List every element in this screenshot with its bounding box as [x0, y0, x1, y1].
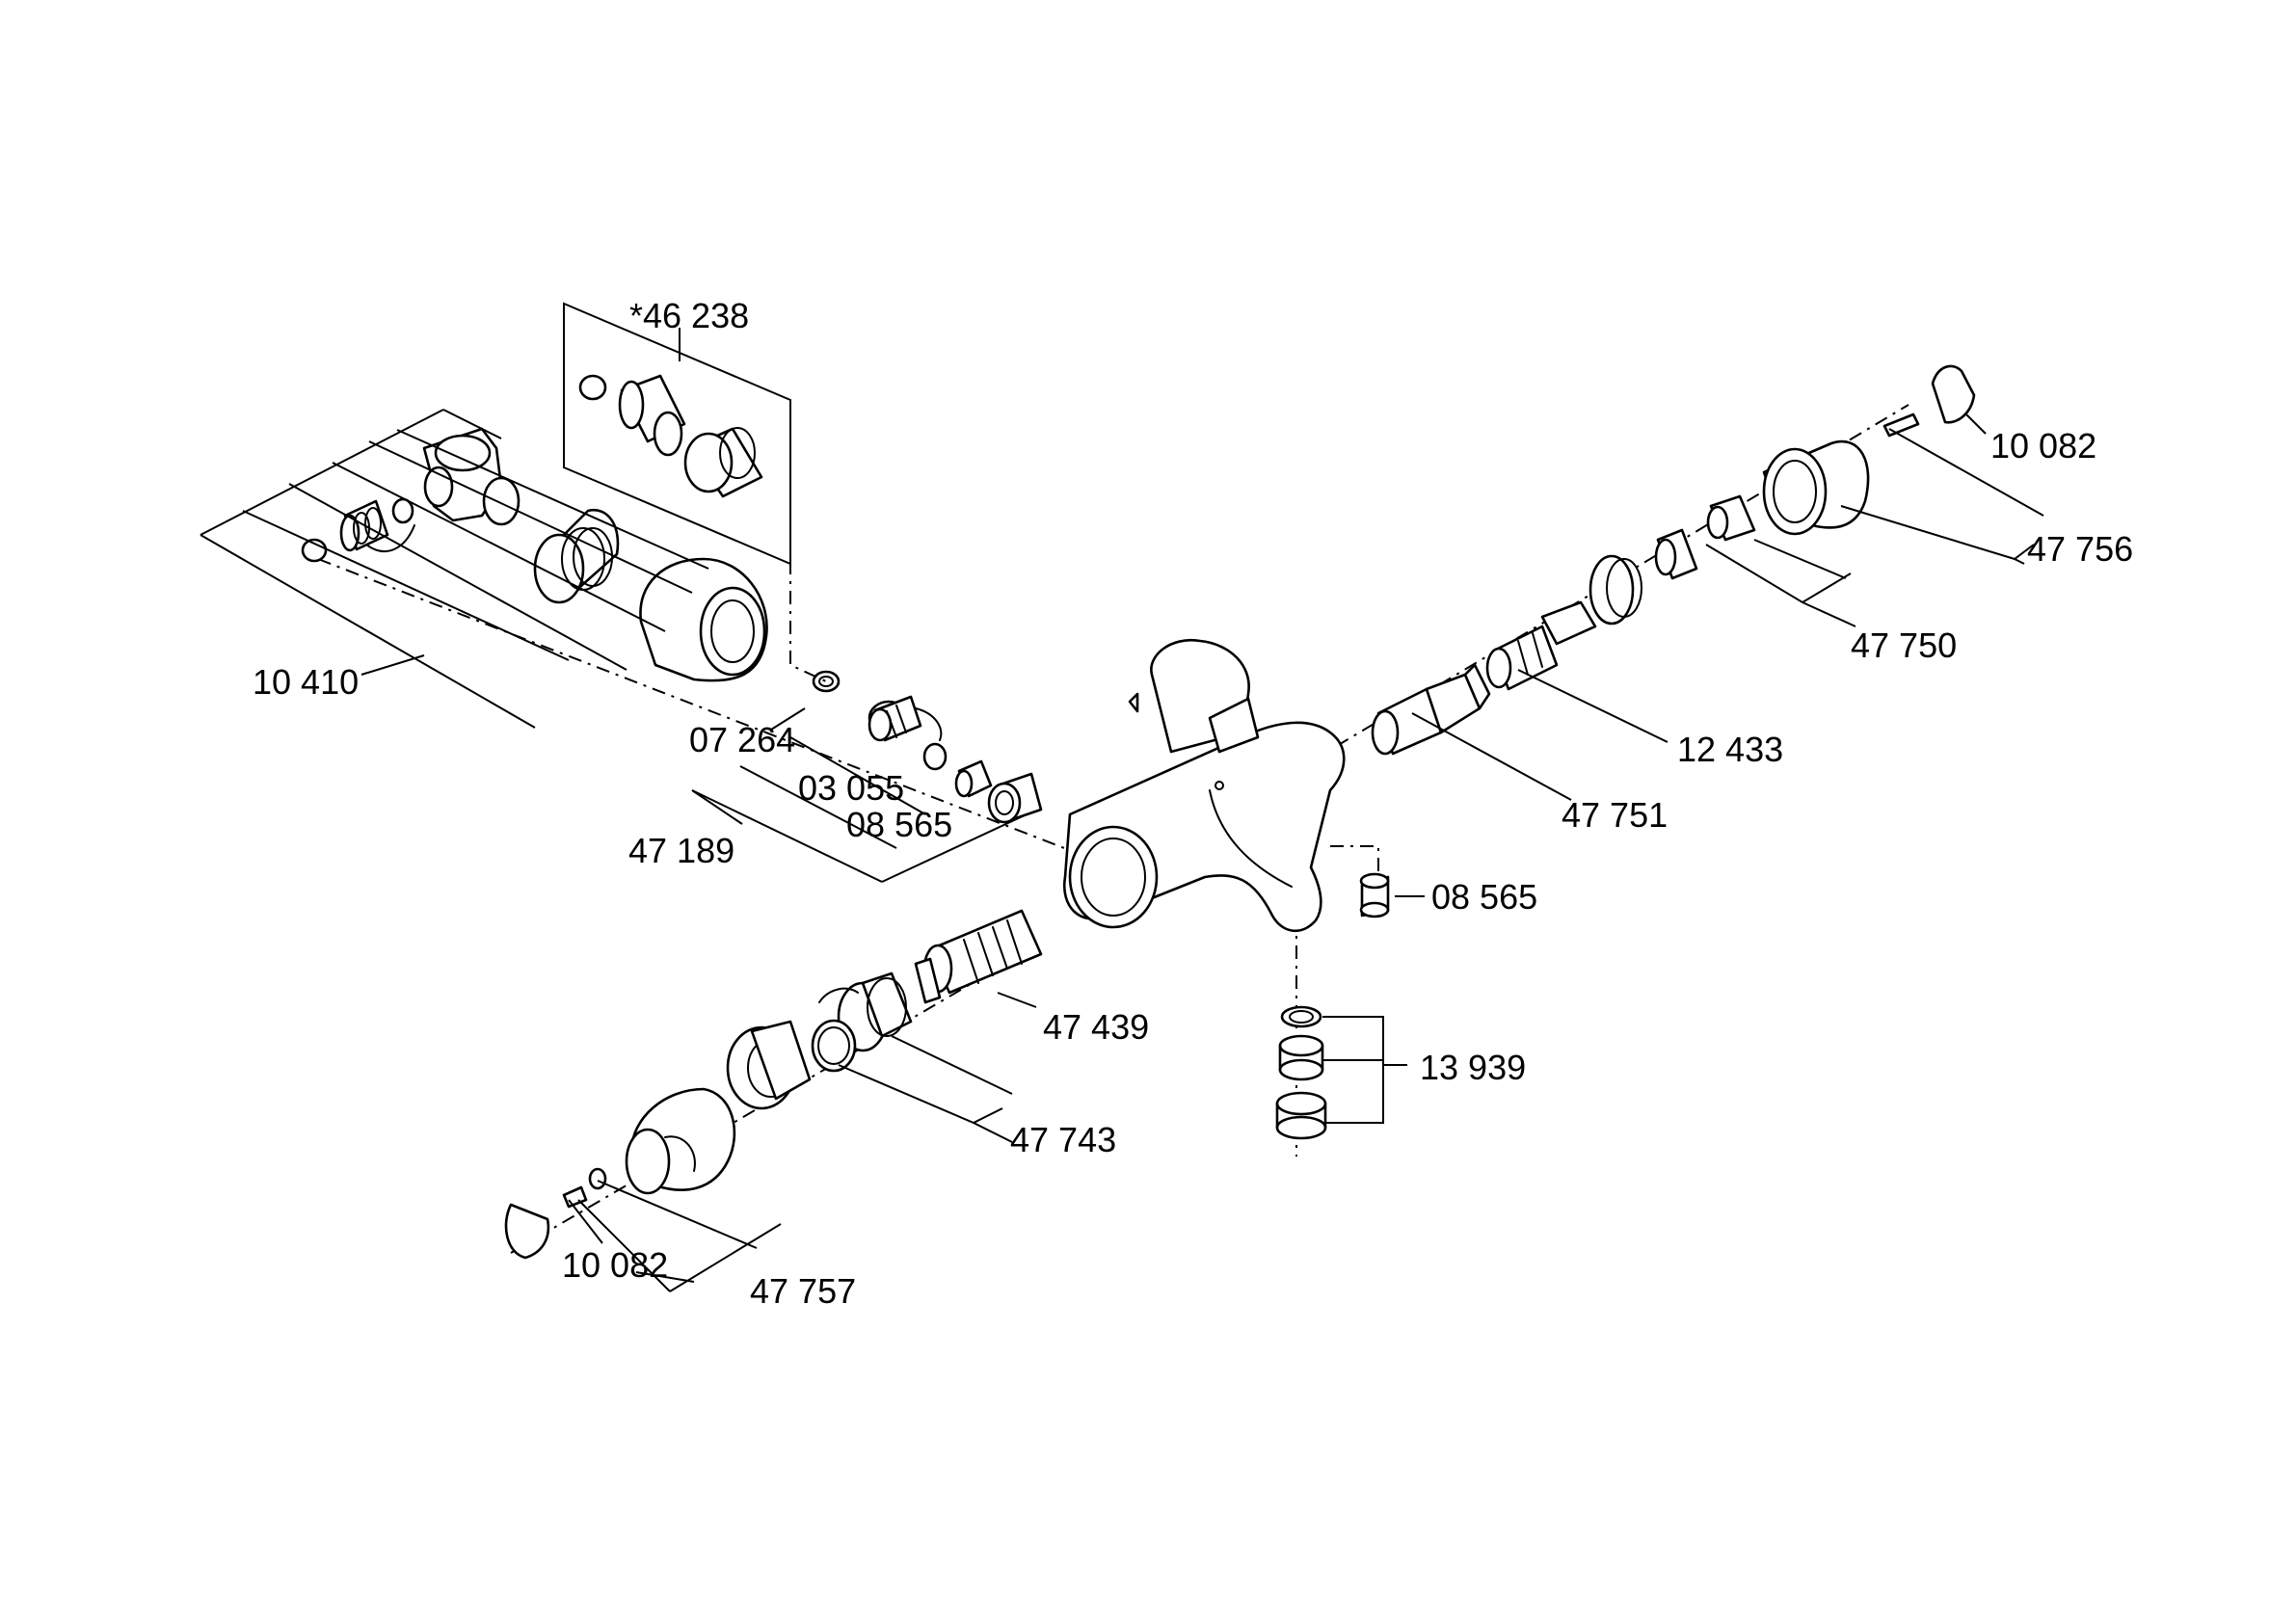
label-47756: 47 756: [2027, 529, 2133, 569]
label-12433: 12 433: [1677, 730, 1783, 769]
label-47439: 47 439: [1043, 1007, 1149, 1047]
label-08565-right: 08 565: [1431, 877, 1537, 917]
label-10410: 10 410: [253, 662, 359, 702]
label-47743: 47 743: [1010, 1120, 1116, 1159]
label-03055: 03 055: [798, 768, 904, 808]
label-13939: 13 939: [1420, 1048, 1526, 1087]
label-10082-top: 10 082: [1990, 426, 2096, 466]
mixer-body: [1064, 640, 1344, 931]
label-47189: 47 189: [628, 831, 734, 870]
label-47757: 47 757: [750, 1271, 856, 1311]
label-10082-bottom: 10 082: [562, 1245, 668, 1285]
label-47750: 47 750: [1851, 625, 1957, 665]
right-handle-group: [1373, 366, 1974, 754]
thermostat-group: [506, 911, 1041, 1258]
label-08565-left: 08 565: [846, 805, 952, 844]
left-connection-group: [303, 429, 839, 691]
label-07264: 07 264: [689, 720, 795, 759]
label-47751: 47 751: [1562, 795, 1668, 835]
label-46238: *46 238: [629, 296, 749, 335]
